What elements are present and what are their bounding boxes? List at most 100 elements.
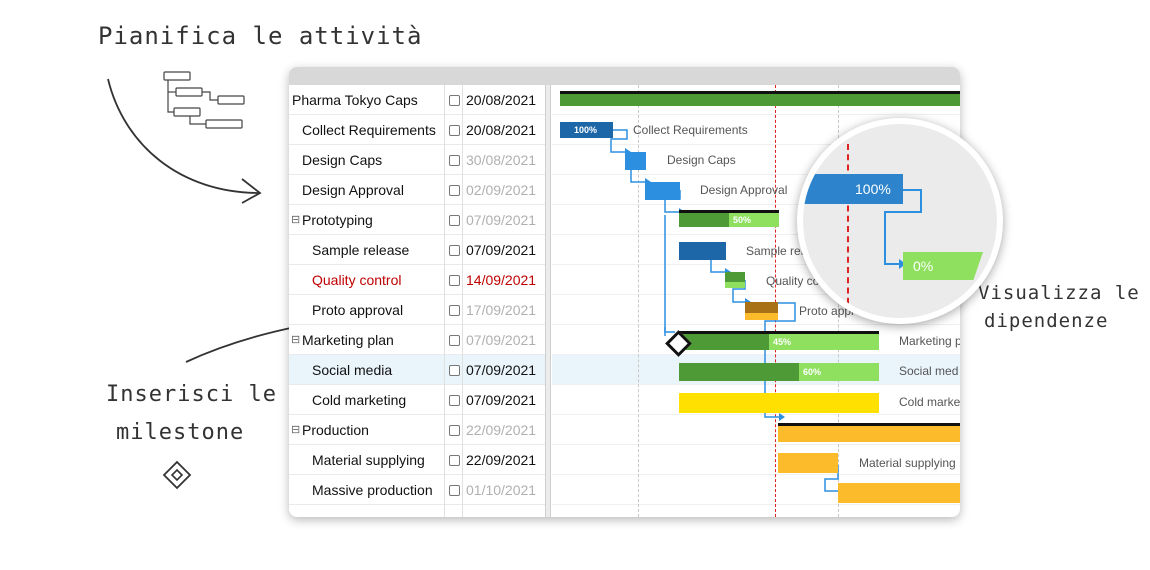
- task-row[interactable]: Cold marketing 07/09/2021: [289, 385, 545, 415]
- task-bar-quality-control[interactable]: [725, 272, 745, 288]
- task-row[interactable]: Sample release 07/09/2021: [289, 235, 545, 265]
- collapse-toggle-icon[interactable]: ⊟: [291, 424, 301, 436]
- task-name: Design Approval: [302, 182, 404, 198]
- task-name: Marketing plan: [302, 332, 394, 348]
- task-checkbox[interactable]: [449, 425, 460, 436]
- task-name: Massive production: [312, 482, 433, 498]
- task-row[interactable]: Material supplying 22/09/2021: [289, 445, 545, 475]
- task-start-date: 07/09/2021: [466, 212, 537, 228]
- task-checkbox[interactable]: [449, 365, 460, 376]
- bar-label: Collect Requirements: [633, 123, 748, 137]
- task-bar-social-media[interactable]: 60%: [679, 363, 879, 381]
- summary-bar-outline: [679, 331, 879, 334]
- task-bar-sample-release[interactable]: [679, 242, 726, 260]
- chart-row: [552, 115, 960, 145]
- task-bar-cold-marketing[interactable]: [679, 393, 879, 413]
- task-bar-proto-approval[interactable]: [745, 302, 778, 320]
- curved-arrow-top-icon: [107, 78, 262, 204]
- task-checkbox[interactable]: [449, 335, 460, 346]
- task-row-selected[interactable]: Social media 07/09/2021: [289, 355, 545, 385]
- task-start-date: 17/09/2021: [466, 302, 537, 318]
- task-bar-design-approval[interactable]: [645, 182, 680, 200]
- task-start-date: 07/09/2021: [466, 392, 537, 408]
- chart-row: [552, 415, 960, 445]
- bar-label: Sample rel: [746, 244, 804, 258]
- task-row[interactable]: Massive production 01/10/2021: [289, 475, 545, 505]
- task-row[interactable]: Pharma Tokyo Caps 20/08/2021: [289, 85, 545, 115]
- task-row[interactable]: ⊟ Production 22/09/2021: [289, 415, 545, 445]
- task-checkbox[interactable]: [449, 485, 460, 496]
- task-name: Collect Requirements: [302, 122, 436, 138]
- task-row[interactable]: Design Approval 02/09/2021: [289, 175, 545, 205]
- progress-label: 50%: [733, 215, 752, 225]
- zoom-today-marker: [847, 144, 849, 314]
- progress-fill: [679, 242, 726, 260]
- task-start-date: 07/09/2021: [466, 332, 537, 348]
- task-checkbox[interactable]: [449, 275, 460, 286]
- heading-dependencies-line2: dipendenze: [984, 310, 1109, 332]
- task-row[interactable]: Proto approval 17/09/2021: [289, 295, 545, 325]
- chart-row: [552, 265, 960, 295]
- dependency-zoom-lens: 100% 0%: [797, 118, 1003, 324]
- hierarchy-sketch-icon: [163, 71, 245, 129]
- chart-row: [552, 145, 960, 175]
- heading-dependencies-line1: Visualizza le: [978, 282, 1140, 304]
- task-checkbox[interactable]: [449, 455, 460, 466]
- progress-fill: [679, 334, 769, 350]
- bar-label: Material supplying: [859, 456, 956, 470]
- chart-row: [552, 175, 960, 205]
- task-row[interactable]: Collect Requirements 20/08/2021: [289, 115, 545, 145]
- summary-bar-project[interactable]: [560, 94, 960, 106]
- bar-label: Social med: [899, 364, 959, 378]
- task-start-date: 01/10/2021: [466, 482, 537, 498]
- chart-row: [552, 385, 960, 415]
- task-bar-collect-requirements[interactable]: 100%: [560, 122, 613, 138]
- bar-label: Marketing p: [899, 334, 960, 348]
- chart-row: [552, 325, 960, 355]
- task-row[interactable]: Design Caps 30/08/2021: [289, 145, 545, 175]
- summary-bar-outline: [679, 210, 779, 213]
- task-checkbox[interactable]: [449, 95, 460, 106]
- summary-bar-marketing-plan[interactable]: 45%: [679, 334, 879, 350]
- bar-label: Design Caps: [667, 153, 736, 167]
- task-start-date: 22/09/2021: [466, 452, 537, 468]
- bar-label: Design Approval: [700, 183, 788, 197]
- summary-bar-prototyping[interactable]: 50%: [679, 213, 779, 227]
- task-row[interactable]: ⊟ Marketing plan 07/09/2021: [289, 325, 545, 355]
- task-checkbox[interactable]: [449, 215, 460, 226]
- task-name: Production: [302, 422, 369, 438]
- progress-fill: [745, 302, 778, 313]
- task-start-date: 22/09/2021: [466, 422, 537, 438]
- task-start-date: 20/08/2021: [466, 92, 537, 108]
- task-start-date: 07/09/2021: [466, 242, 537, 258]
- collapse-toggle-icon[interactable]: ⊟: [291, 334, 301, 346]
- task-start-date: 30/08/2021: [466, 152, 537, 168]
- grid-splitter[interactable]: [545, 85, 551, 517]
- progress-fill: [725, 272, 745, 282]
- task-name: Pharma Tokyo Caps: [292, 92, 418, 108]
- progress-fill: [679, 213, 729, 227]
- task-checkbox[interactable]: [449, 305, 460, 316]
- today-marker: [775, 85, 776, 517]
- task-checkbox[interactable]: [449, 185, 460, 196]
- summary-bar-production[interactable]: [778, 426, 960, 442]
- task-name: Design Caps: [302, 152, 383, 168]
- week-gridline: [638, 85, 639, 517]
- task-name: Sample release: [312, 242, 410, 258]
- task-checkbox[interactable]: [449, 125, 460, 136]
- task-bar-design-caps[interactable]: [625, 152, 646, 170]
- task-start-date: 14/09/2021: [466, 272, 537, 288]
- zoom-todo-label: 0%: [913, 258, 934, 274]
- progress-fill: [560, 122, 613, 138]
- task-row[interactable]: ⊟ Prototyping 07/09/2021: [289, 205, 545, 235]
- heading-milestones-line1: Inserisci le: [106, 382, 277, 407]
- heading-milestones-line2: milestone: [116, 420, 245, 445]
- collapse-toggle-icon[interactable]: ⊟: [291, 214, 301, 226]
- task-checkbox[interactable]: [449, 155, 460, 166]
- task-row[interactable]: Quality control 14/09/2021: [289, 265, 545, 295]
- task-start-date: 07/09/2021: [466, 362, 537, 378]
- task-checkbox[interactable]: [449, 245, 460, 256]
- task-checkbox[interactable]: [449, 395, 460, 406]
- task-bar-massive-production[interactable]: [838, 483, 960, 503]
- task-bar-material-supplying[interactable]: [778, 453, 838, 473]
